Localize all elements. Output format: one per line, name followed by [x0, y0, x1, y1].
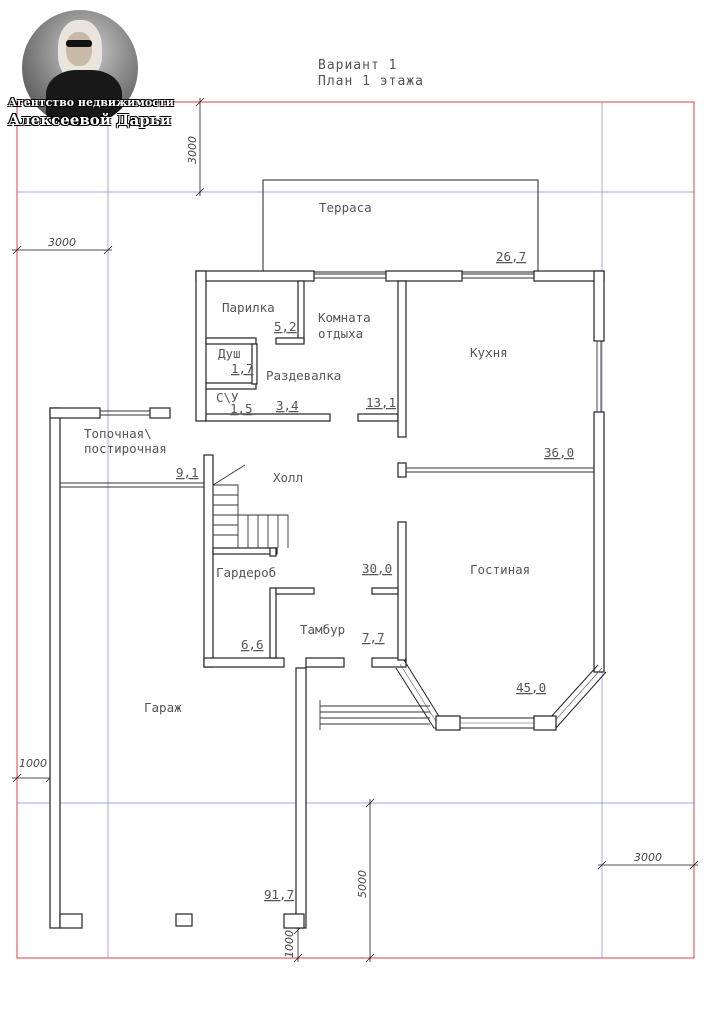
terrace-label: Терраса: [319, 200, 372, 215]
kitchen-label: Кухня: [470, 345, 508, 360]
agent-photo: [22, 10, 138, 126]
hall-label: Холл: [273, 470, 303, 485]
boiler-label-2: постирочная: [84, 441, 167, 456]
agency-logo: Агентство недвижимости Алексеевой Дарьи: [8, 8, 174, 130]
entrance-steps: [319, 700, 430, 730]
sunglasses-icon: [66, 40, 92, 47]
garage-area: 91,7: [264, 887, 294, 902]
dim-left-bottom: 1000: [19, 757, 47, 770]
steam-room-label: Парилка: [222, 300, 275, 315]
garage-window-and-partition: [60, 410, 204, 488]
wardrobe-label: Гардероб: [216, 565, 276, 580]
wc-area: 1,5: [230, 401, 253, 416]
wc-label: С\У: [216, 390, 239, 405]
bay-window: [395, 659, 607, 731]
vestibule-label: Тамбур: [300, 622, 345, 637]
boiler-label-1: Топочная\: [84, 426, 152, 441]
dim-bottom-vertical: 5000: [356, 870, 369, 898]
kitchen-living-partition: [406, 467, 594, 473]
terrace-area: 26,7: [496, 249, 526, 264]
changing-room-area: 3,4: [276, 398, 299, 413]
dim-right-bottom: 3000: [634, 851, 662, 864]
grid-lines: [17, 102, 694, 958]
rest-room-label-1: Комната: [318, 310, 371, 325]
changing-room-label: Раздевалка: [266, 368, 341, 383]
kitchen-area: 36,0: [544, 445, 574, 460]
interior-walls: [205, 280, 407, 661]
agency-name-line2: Алексеевой Дарьи: [8, 111, 172, 129]
exterior-windows: [314, 273, 602, 412]
plan-title: План 1 этажа: [318, 74, 424, 89]
rest-room-area: 13,1: [366, 395, 396, 410]
agency-name-line1: Агентство недвижимости: [8, 96, 174, 109]
exterior-walls: [195, 270, 605, 673]
garage-label: Гараж: [144, 700, 182, 715]
dimension-lines: [12, 97, 699, 963]
variant-title: Вариант 1: [318, 58, 397, 73]
shower-area: 1,7: [231, 361, 254, 376]
hall-area: 30,0: [362, 561, 392, 576]
staircase: [212, 464, 289, 548]
steam-room-area: 5,2: [274, 319, 297, 334]
dim-bottom-small: 1000: [283, 930, 296, 958]
boiler-area: 9,1: [176, 465, 199, 480]
living-room-label: Гостиная: [470, 562, 530, 577]
living-room-area: 45,0: [516, 680, 546, 695]
shower-label: Душ: [218, 346, 241, 361]
wardrobe-area: 6,6: [241, 637, 264, 652]
vestibule-area: 7,7: [362, 630, 385, 645]
construction-lines: [17, 102, 694, 958]
dim-top-vertical: 3000: [186, 136, 199, 164]
garage-walls: [49, 407, 307, 929]
dim-left-horizontal: 3000: [48, 236, 76, 249]
site-boundary: [16, 101, 695, 959]
rest-room-label-2: отдыха: [318, 326, 363, 341]
